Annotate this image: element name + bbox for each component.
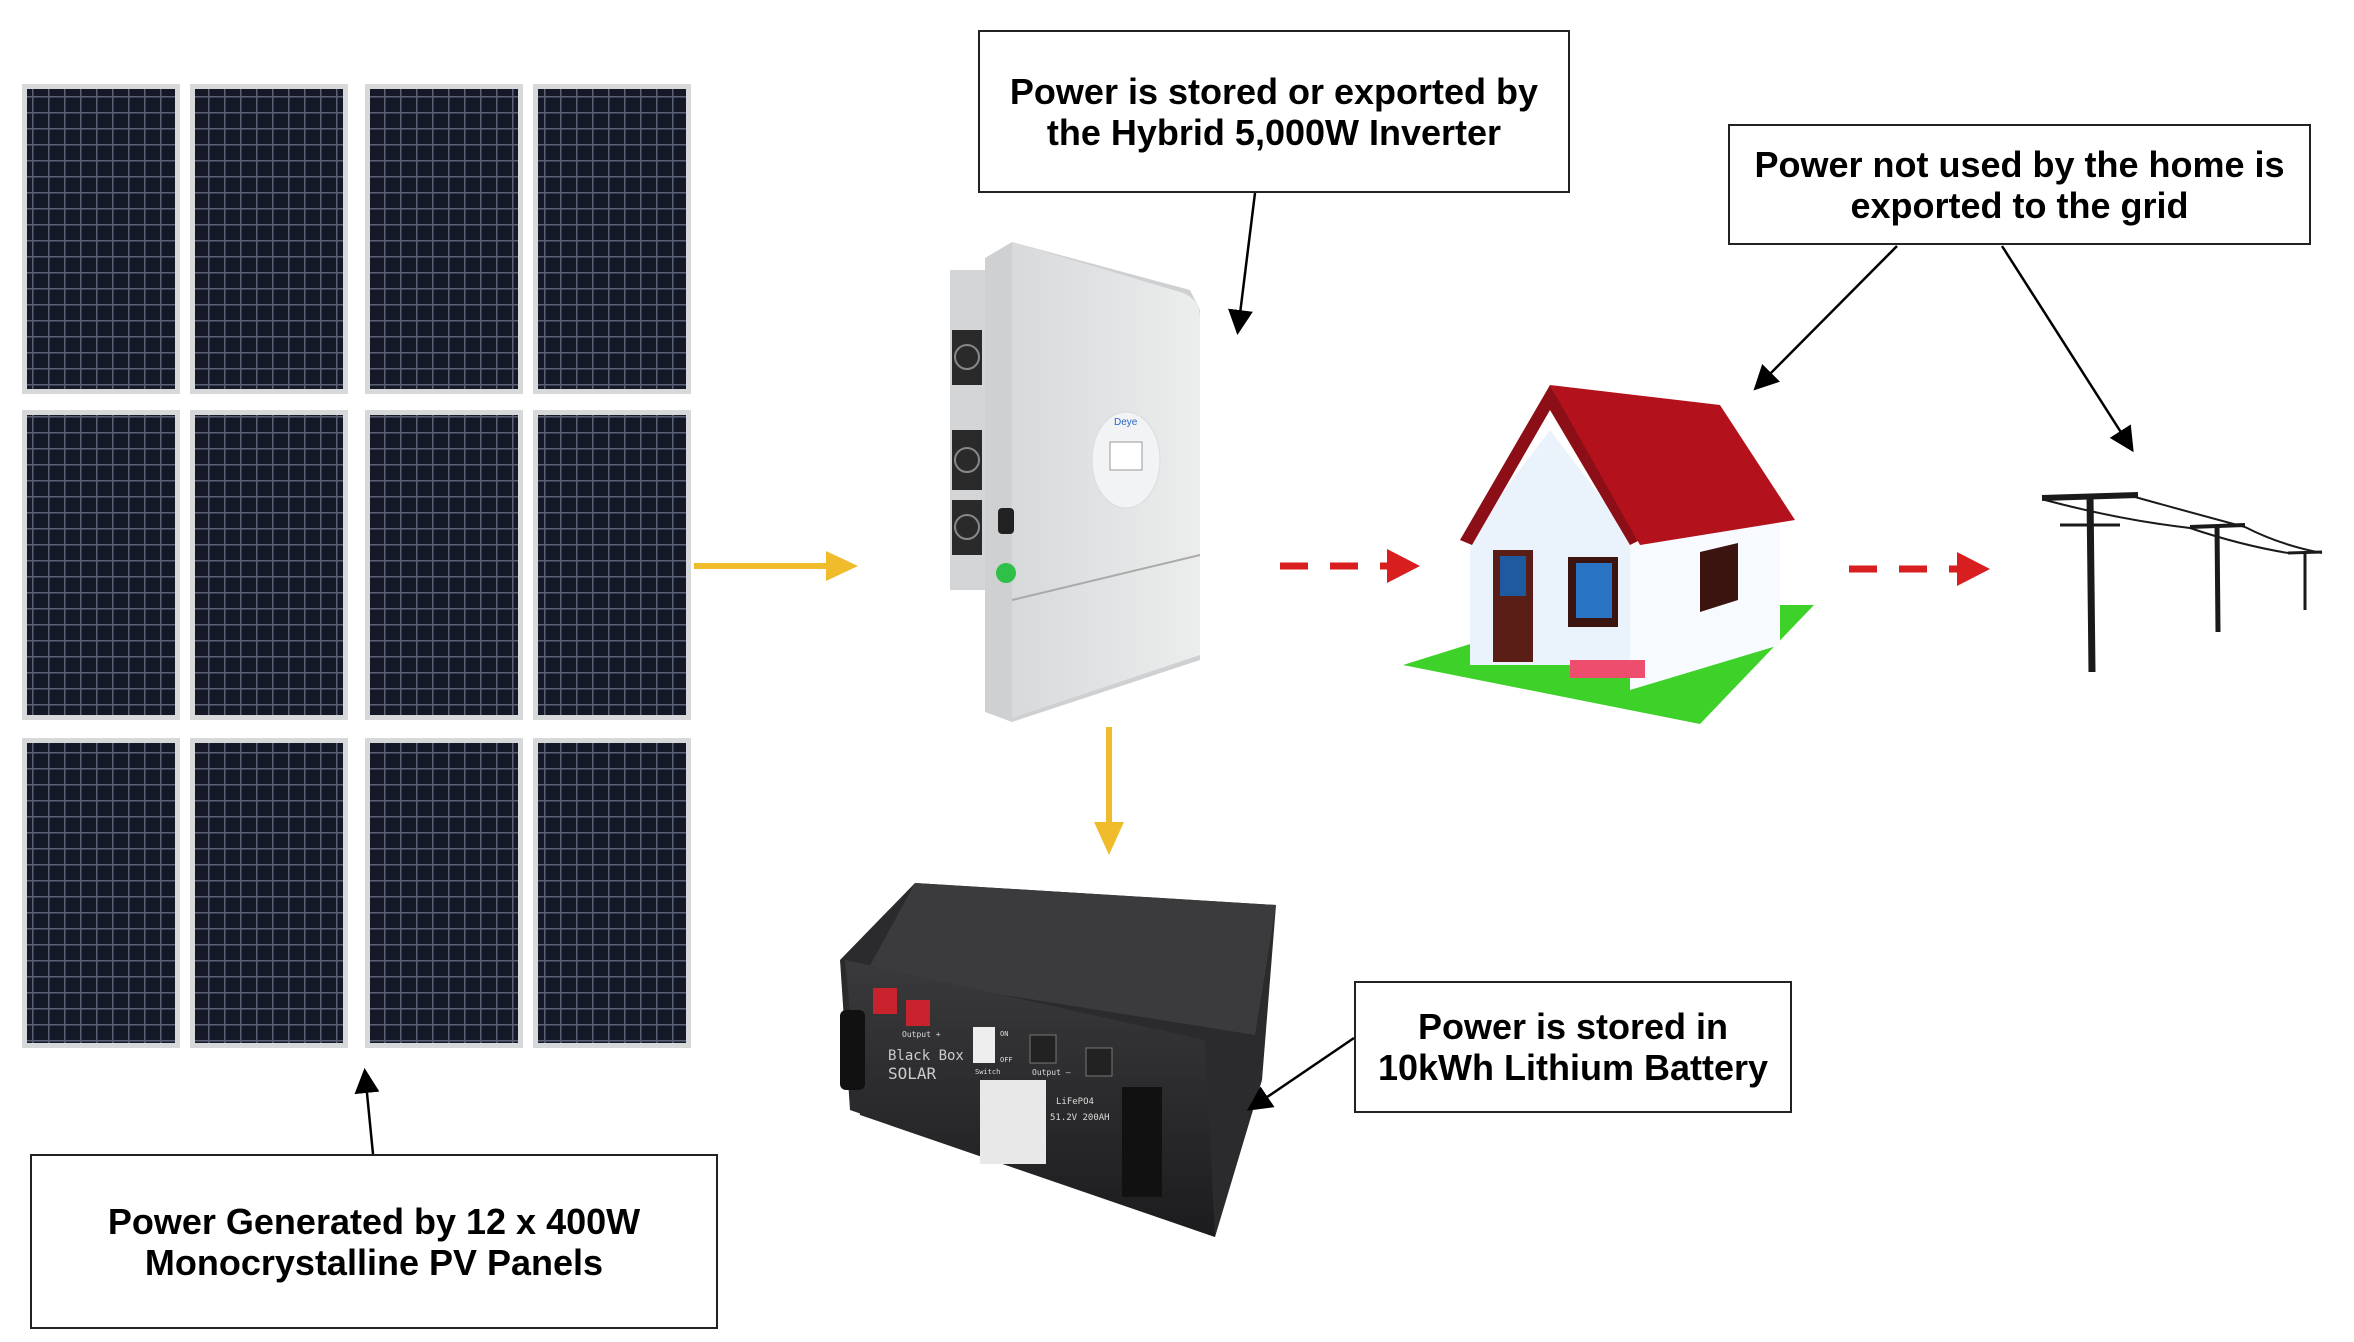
pv-cell-grid — [195, 89, 343, 389]
fan-icon — [952, 500, 982, 555]
battery-rating: 51.2V 200AH — [1050, 1113, 1110, 1123]
callout-pointers — [354, 192, 2134, 1155]
battery-brand-line2: SOLAR — [888, 1064, 937, 1083]
battery-output-plus: Output + — [902, 1030, 941, 1039]
battery-output-minus: Output — — [1032, 1068, 1071, 1077]
pv-cell-grid — [27, 89, 175, 389]
callout-line: exported to the grid — [1850, 184, 2189, 226]
pv-cell-grid — [195, 743, 343, 1043]
lithium-battery — [840, 883, 1276, 1237]
callout-line: Power Generated by 12 x 400W — [107, 1200, 641, 1242]
pv-cell-grid — [27, 743, 175, 1043]
callout-line: Power is stored or exported by — [1009, 70, 1539, 112]
pv-panel-array — [22, 84, 691, 1048]
pv-cell-grid — [195, 415, 343, 715]
house — [1403, 385, 1814, 724]
battery-switch-label: Switch — [975, 1068, 1001, 1076]
pv-cell-grid — [370, 743, 518, 1043]
callout-line: the Hybrid 5,000W Inverter — [1046, 111, 1502, 153]
solar-flow-arrow-right — [694, 551, 858, 581]
battery-switch-off: OFF — [1000, 1056, 1013, 1064]
hybrid-inverter — [950, 242, 1201, 722]
fan-icon — [952, 430, 982, 490]
power-button — [996, 563, 1016, 583]
pv-cell-grid — [370, 89, 518, 389]
battery-chemistry: LiFePO4 — [1056, 1097, 1094, 1107]
solar-flow-arrow-down — [1094, 727, 1124, 855]
pv-cell-grid — [538, 89, 686, 389]
battery-brand-line1: Black Box — [888, 1048, 964, 1064]
fan-icon — [952, 330, 982, 385]
battery-switch-on: ON — [1000, 1030, 1009, 1038]
pv-cell-grid — [370, 415, 518, 715]
callout-line: Power is stored in — [1417, 1006, 1729, 1047]
pv-cell-grid — [538, 415, 686, 715]
inverter-brand: Deye — [1114, 417, 1138, 428]
export-flow-arrow-house — [1280, 549, 1420, 583]
pv-cell-grid — [538, 743, 686, 1043]
export-flow-arrow-grid — [1849, 552, 1990, 586]
power-grid-poles — [2041, 492, 2323, 673]
callout-line: Power not used by the home is — [1754, 143, 2285, 185]
pv-cell-grid — [27, 415, 175, 715]
callout-line: Monocrystalline PV Panels — [144, 1241, 604, 1283]
callout-line: 10kWh Lithium Battery — [1377, 1047, 1769, 1088]
